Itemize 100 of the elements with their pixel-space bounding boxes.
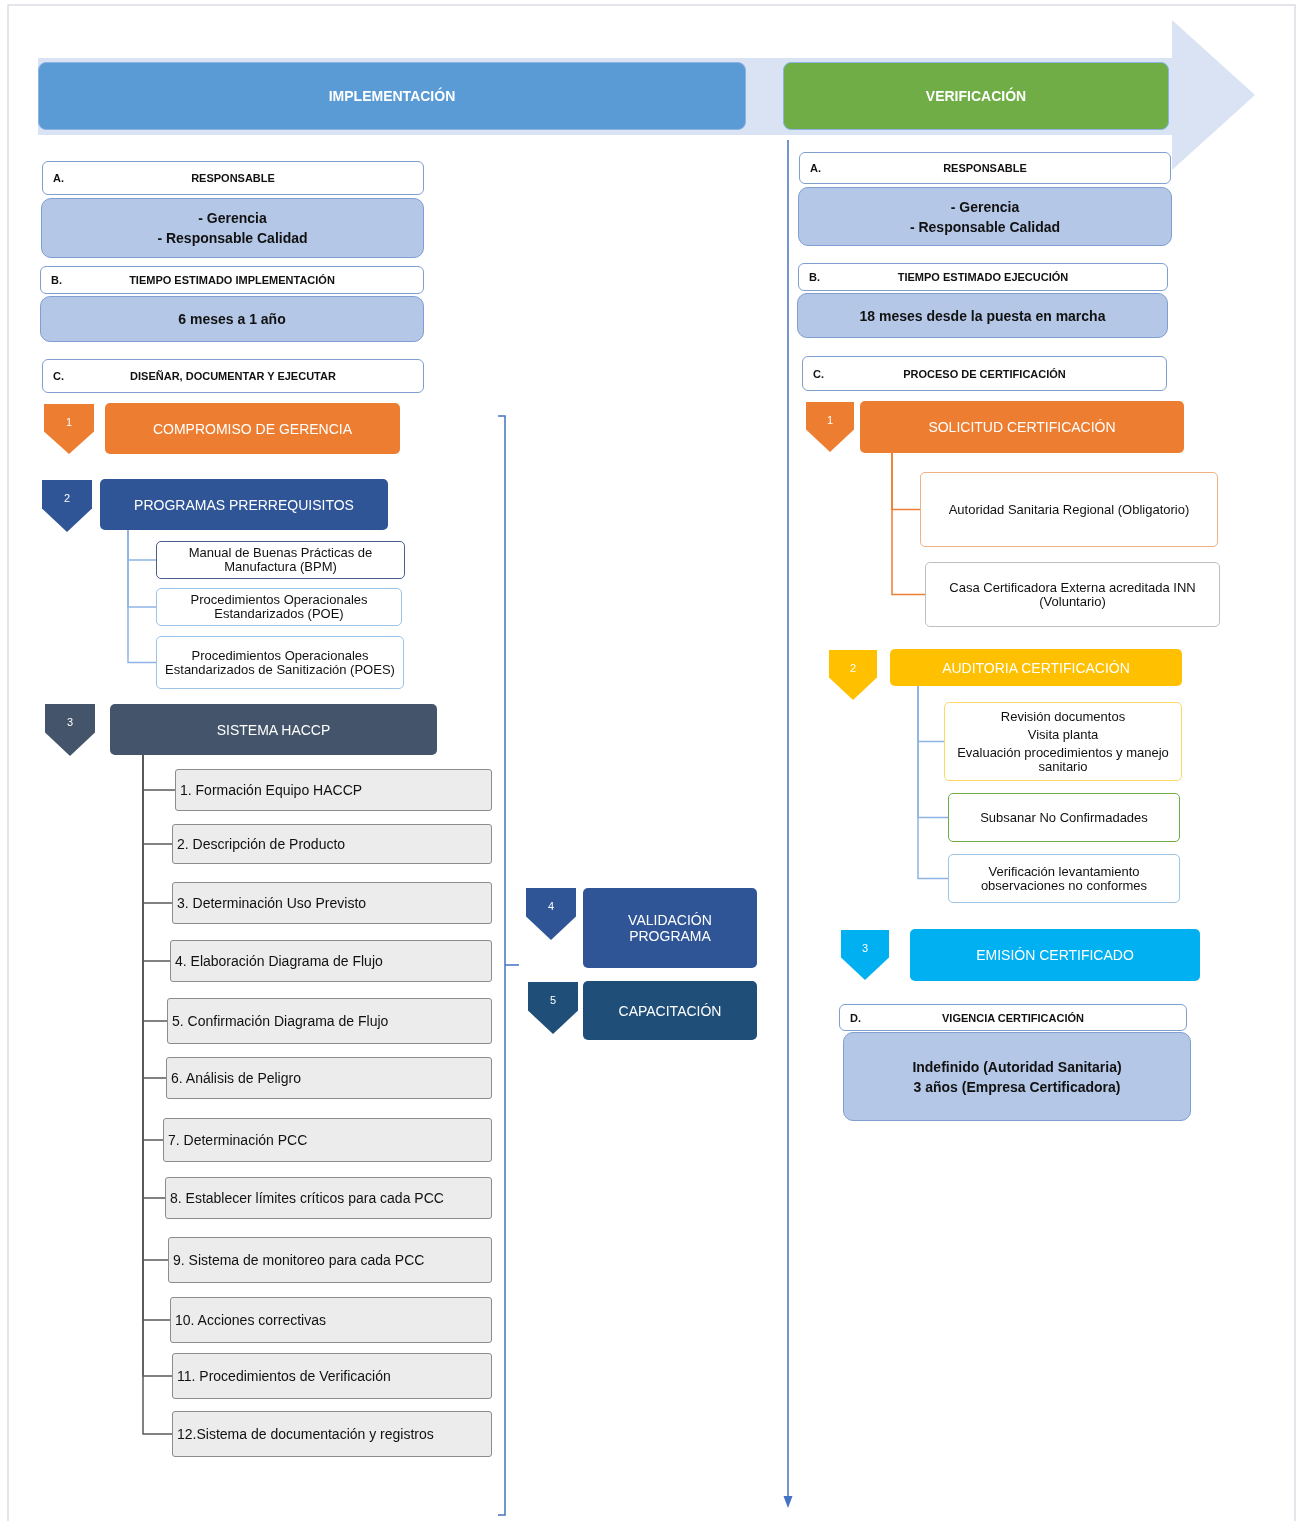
section-title: PROCESO DE CERTIFICACIÓN bbox=[903, 367, 1066, 380]
section-title: DISEÑAR, DOCUMENTAR Y EJECUTAR bbox=[130, 370, 336, 382]
panel-text: - Gerencia bbox=[198, 209, 267, 228]
stage-bar bbox=[110, 704, 437, 755]
section-letter: D. bbox=[850, 1011, 861, 1024]
info-panel bbox=[40, 296, 424, 342]
panel-text: - Gerencia bbox=[950, 197, 1020, 217]
connector-line bbox=[891, 452, 926, 596]
number-tag bbox=[841, 930, 889, 980]
stage-bar bbox=[890, 649, 1182, 686]
number-tag bbox=[44, 404, 94, 454]
item-text: Casa Certificadora Externa acreditada INN (Voluntario) bbox=[948, 580, 1197, 609]
step-text: 11. Procedimientos de Verificación bbox=[177, 1368, 391, 1384]
haccp-step-box bbox=[172, 1353, 492, 1399]
haccp-step-box bbox=[168, 1237, 492, 1283]
info-panel bbox=[798, 187, 1172, 246]
stage-bar bbox=[583, 888, 757, 968]
item-text: Autoridad Sanitaria Regional (Obligatorio) bbox=[948, 502, 1190, 517]
number-tag bbox=[829, 650, 877, 700]
sub-item-box bbox=[156, 588, 402, 626]
item-text: Subsanar No Confirmadades bbox=[980, 810, 1148, 825]
item-text: Procedimientos Operacionales Estandarizados de Sanitización (POES) bbox=[165, 648, 395, 677]
panel-text: - Responsable Calidad bbox=[909, 217, 1061, 237]
section-title: VIGENCIA CERTIFICACIÓN bbox=[942, 1011, 1084, 1024]
haccp-step-box bbox=[172, 1411, 492, 1457]
step-text: 5. Confirmación Diagrama de Flujo bbox=[172, 1013, 389, 1029]
section-title: RESPONSABLE bbox=[943, 162, 1027, 174]
number-tag bbox=[42, 480, 92, 532]
panel-text: 18 meses desde la puesta en marcha bbox=[859, 306, 1106, 326]
section-header bbox=[40, 266, 424, 294]
haccp-step-box bbox=[175, 769, 492, 811]
number-tag bbox=[528, 982, 578, 1034]
sub-item-box bbox=[948, 793, 1180, 842]
sub-item-box bbox=[156, 541, 405, 579]
stage-title: SOLICITUD CERTIFICACIÓN bbox=[928, 419, 1116, 435]
section-header bbox=[839, 1004, 1187, 1031]
sub-item-box bbox=[156, 636, 404, 689]
step-text: 2. Descripción de Producto bbox=[177, 836, 346, 852]
stage-bar bbox=[910, 929, 1200, 981]
step-text: 1. Formación Equipo HACCP bbox=[180, 782, 363, 798]
info-panel bbox=[843, 1032, 1191, 1121]
sub-item-box bbox=[948, 854, 1180, 903]
section-header bbox=[42, 359, 424, 393]
item-line: Evaluación procedimientos y manejo sanitario bbox=[956, 745, 1170, 774]
section-title: RESPONSABLE bbox=[191, 172, 275, 184]
stage-title: CAPACITACIÓN bbox=[618, 1002, 722, 1019]
step-text: 4. Elaboración Diagrama de Flujo bbox=[175, 953, 383, 969]
section-header bbox=[42, 161, 424, 195]
panel-text: - Responsable Calidad bbox=[157, 229, 308, 248]
sub-item-box bbox=[925, 562, 1220, 627]
step-number: 4 bbox=[547, 900, 555, 912]
item-text: Verificación levantamiento observaciones no conformes bbox=[979, 864, 1149, 893]
step-number: 1 bbox=[826, 414, 834, 426]
section-letter: C. bbox=[813, 367, 824, 380]
section-title: TIEMPO ESTIMADO EJECUCIÓN bbox=[897, 271, 1069, 283]
section-letter: B. bbox=[809, 271, 820, 283]
section-header bbox=[799, 152, 1171, 184]
item-line: Revisión documentos bbox=[1000, 709, 1126, 724]
step-number: 1 bbox=[65, 416, 73, 428]
panel-text: 3 años (Empresa Certificadora) bbox=[913, 1077, 1121, 1097]
phase-banner bbox=[38, 62, 746, 130]
stage-title: COMPROMISO DE GERENCIA bbox=[152, 420, 353, 437]
panel-text: Indefinido (Autoridad Sanitaria) bbox=[912, 1057, 1122, 1077]
item-text: Procedimientos Operacionales Estandarizados (POE) bbox=[189, 593, 369, 621]
connector-line bbox=[917, 685, 949, 880]
section-title: TIEMPO ESTIMADO IMPLEMENTACIÓN bbox=[129, 274, 335, 286]
stage-title: AUDITORIA CERTIFICACIÓN bbox=[942, 659, 1130, 676]
haccp-step-box bbox=[165, 1177, 492, 1219]
step-text: 10. Acciones correctivas bbox=[175, 1312, 326, 1328]
phase-banner bbox=[783, 62, 1169, 130]
stage-title: VALIDACIÓN PROGRAMA bbox=[627, 912, 713, 944]
phase-title: VERIFICACIÓN bbox=[925, 88, 1027, 104]
step-text: 9. Sistema de monitoreo para cada PCC bbox=[173, 1252, 425, 1268]
panel-text: 6 meses a 1 año bbox=[178, 310, 286, 329]
stage-title: EMISIÓN CERTIFICADO bbox=[976, 947, 1134, 963]
connector-line bbox=[127, 529, 157, 664]
phase-title: IMPLEMENTACIÓN bbox=[328, 88, 456, 104]
sub-item-box bbox=[944, 702, 1182, 781]
stage-title: SISTEMA HACCP bbox=[216, 721, 331, 738]
section-letter: B. bbox=[51, 274, 62, 286]
step-text: 7. Determinación PCC bbox=[168, 1132, 308, 1148]
number-tag bbox=[806, 402, 854, 452]
info-panel bbox=[797, 293, 1168, 338]
stage-bar bbox=[105, 403, 400, 454]
haccp-step-box bbox=[170, 940, 492, 982]
stage-title: PROGRAMAS PRERREQUISITOS bbox=[134, 496, 354, 513]
section-header bbox=[802, 356, 1167, 391]
haccp-step-box bbox=[172, 882, 492, 924]
item-line: Visita planta bbox=[1027, 727, 1099, 742]
sub-item-box bbox=[920, 472, 1218, 547]
step-number: 3 bbox=[66, 716, 74, 728]
step-text: 6. Análisis de Peligro bbox=[171, 1070, 301, 1086]
step-number: 3 bbox=[861, 942, 869, 954]
step-text: 3. Determinación Uso Previsto bbox=[177, 895, 367, 911]
haccp-step-box bbox=[170, 1297, 492, 1343]
haccp-step-box bbox=[163, 1118, 492, 1162]
info-panel bbox=[41, 198, 424, 258]
item-text: Manual de Buenas Prácticas de Manufactura (BPM) bbox=[187, 546, 374, 574]
stage-bar bbox=[100, 479, 388, 530]
number-tag bbox=[526, 888, 576, 940]
